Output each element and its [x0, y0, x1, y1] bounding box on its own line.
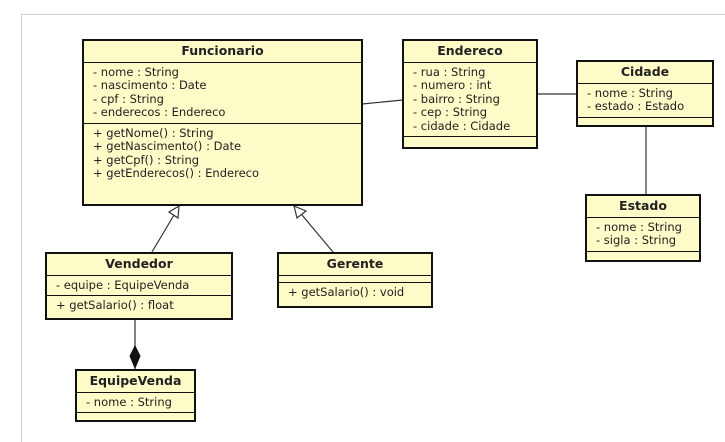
class-name: Funcionario [84, 41, 361, 63]
operations-section: + getNome() : String + getNascimento() :… [84, 124, 361, 184]
class-gerente[interactable]: Gerente + getSalario() : void [277, 252, 433, 308]
attribute: - enderecos : Endereco [93, 105, 226, 119]
operation: + getSalario() : void [288, 284, 405, 299]
attribute: - cpf : String [93, 91, 164, 106]
generalization-vendedor-funcionario [151, 204, 180, 253]
attribute: - rua : String [413, 64, 486, 79]
class-cidade[interactable]: Cidade - nome : String - estado : Estado [576, 60, 714, 127]
operations-section: + getSalario() : float [47, 296, 231, 316]
operations-section [404, 137, 536, 140]
operation: + getNome() : String [93, 125, 214, 140]
operation: + getCpf() : String [93, 152, 200, 167]
class-name: Estado [587, 196, 699, 218]
attributes-section [279, 276, 431, 283]
attribute: - numero : int [413, 78, 492, 92]
attribute: - cidade : Cidade [413, 118, 511, 133]
operations-section [578, 118, 712, 121]
attribute: - estado : Estado [587, 99, 685, 113]
attribute: - cep : String [413, 105, 488, 119]
class-equipevenda[interactable]: EquipeVenda - nome : String [75, 369, 196, 422]
attribute: - nome : String [86, 394, 172, 409]
operation: + getSalario() : float [56, 298, 174, 312]
class-funcionario[interactable]: Funcionario - nome : String - nascimento… [82, 39, 363, 206]
composition-equipevenda-vendedor [129, 320, 141, 370]
attribute: - nome : String [93, 64, 179, 79]
attribute: - nome : String [596, 219, 682, 234]
attributes-section: - nome : String - estado : Estado [578, 84, 712, 118]
operations-section: + getSalario() : void [279, 283, 431, 303]
class-name: Cidade [578, 62, 712, 84]
class-name: Endereco [404, 41, 536, 63]
attributes-section: - rua : String - numero : int - bairro :… [404, 63, 536, 137]
attributes-section: - nome : String - sigla : String [587, 218, 699, 252]
class-name: Vendedor [47, 254, 231, 276]
class-name: EquipeVenda [77, 371, 194, 393]
attribute: - nascimento : Date [93, 78, 207, 92]
class-endereco[interactable]: Endereco - rua : String - numero : int -… [402, 39, 538, 149]
class-estado[interactable]: Estado - nome : String - sigla : String [585, 194, 701, 262]
operation: + getEnderecos() : Endereco [93, 166, 260, 180]
operation: + getNascimento() : Date [93, 139, 242, 153]
class-name: Gerente [279, 254, 431, 276]
attributes-section: - nome : String [77, 393, 194, 413]
attribute: - sigla : String [596, 233, 677, 247]
operations-section [587, 252, 699, 255]
class-vendedor[interactable]: Vendedor - equipe : EquipeVenda + getSal… [45, 252, 233, 320]
attributes-section: - nome : String - nascimento : Date - cp… [84, 63, 361, 124]
operations-section [77, 413, 194, 416]
attribute: - bairro : String [413, 91, 500, 106]
attributes-section: - equipe : EquipeVenda [47, 276, 231, 296]
attribute: - equipe : EquipeVenda [56, 277, 190, 292]
generalization-gerente-funcionario [293, 204, 334, 253]
attribute: - nome : String [587, 85, 673, 100]
association-funcionario-endereco [361, 99, 404, 105]
